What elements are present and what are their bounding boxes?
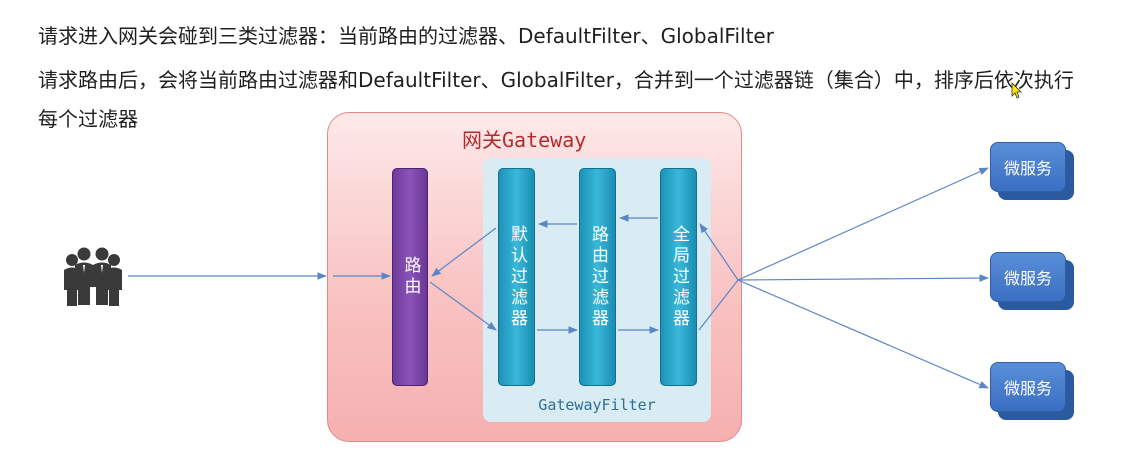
global-filter-column: 全局过滤器 xyxy=(660,168,697,386)
mouse-cursor-icon xyxy=(1011,82,1022,99)
route-filter-label: 路由过滤器 xyxy=(588,224,608,330)
route-label: 路由 xyxy=(400,256,421,298)
users-icon xyxy=(64,247,122,306)
microservice-2: 微服务 xyxy=(990,252,1074,310)
description-line-1: 请求进入网关会碰到三类过滤器：当前路由的过滤器、DefaultFilter、Gl… xyxy=(38,24,774,48)
description-line-2: 请求路由后，会将当前路由过滤器和DefaultFilter、GlobalFilt… xyxy=(38,68,1074,92)
arrow-default-to-route xyxy=(431,227,497,277)
default-filter-label: 默认过滤器 xyxy=(507,224,527,330)
microservice-2-label: 微服务 xyxy=(990,252,1066,302)
gateway-title: 网关Gateway xyxy=(462,128,587,152)
global-filter-label: 全局过滤器 xyxy=(669,224,689,330)
route-filter-column: 路由过滤器 xyxy=(579,168,616,386)
arrow-hub-to-global xyxy=(699,223,739,281)
arrow-route-to-default xyxy=(429,281,497,331)
microservice-3-label: 微服务 xyxy=(990,362,1066,412)
microservice-1-label: 微服务 xyxy=(990,142,1066,192)
arrow-hub-to-ms3 xyxy=(737,279,989,389)
microservice-3: 微服务 xyxy=(990,362,1074,420)
route-column: 路由 xyxy=(392,168,428,386)
default-filter-column: 默认过滤器 xyxy=(498,168,535,386)
gateway-filter-label: GatewayFilter xyxy=(538,396,656,414)
arrow-global-to-hub xyxy=(698,279,739,331)
microservice-1: 微服务 xyxy=(990,142,1074,200)
arrow-hub-to-ms2 xyxy=(737,274,989,282)
arrow-hub-to-ms1 xyxy=(737,167,989,281)
description-line-3: 每个过滤器 xyxy=(38,107,138,131)
